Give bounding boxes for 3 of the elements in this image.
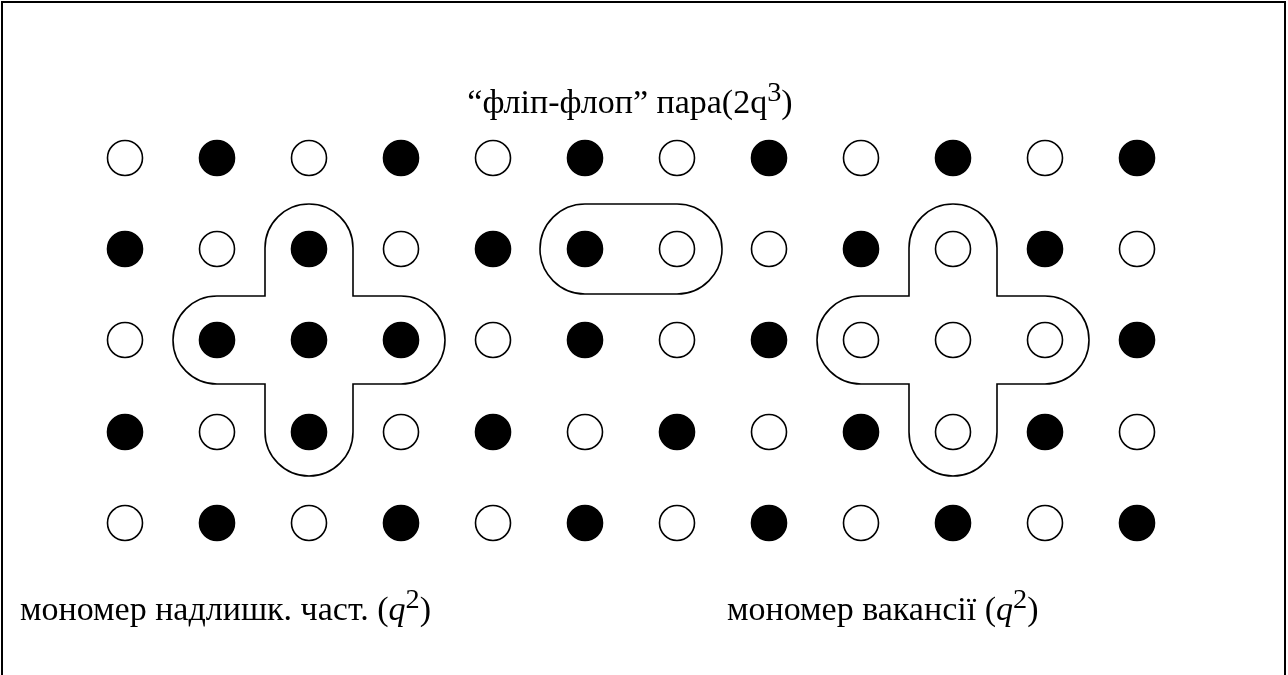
annotation-text: мономер вакансії (q$^{2}$) bbox=[727, 585, 1039, 627]
annotation-text: “фліп-флоп” пара(2q$^{3}$) bbox=[467, 78, 793, 120]
annotation-text: мономер надлишк. част. (q$^{2}$) bbox=[20, 585, 432, 627]
